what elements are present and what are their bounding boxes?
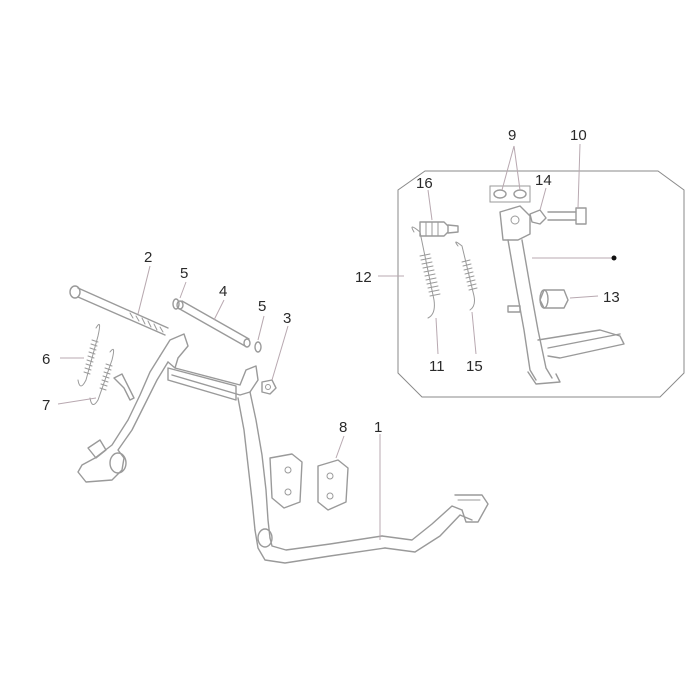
callout-15: 15 — [466, 358, 483, 375]
bushing-right — [254, 341, 262, 353]
side-stand-spring-outer — [411, 226, 441, 319]
pivot-bolt — [69, 285, 169, 336]
side-stand-pivot-pin — [419, 221, 459, 237]
reference-dot — [611, 255, 617, 261]
side-stand-inset-box — [397, 170, 685, 398]
callout-1: 1 — [374, 419, 382, 436]
callout-12: 12 — [355, 269, 372, 286]
callout-6: 6 — [42, 351, 50, 368]
leader-lines — [57, 143, 617, 540]
center-stand-frame — [77, 333, 489, 564]
callout-14: 14 — [535, 172, 552, 189]
callout-5-left: 5 — [180, 265, 188, 282]
side-stand-bolt — [547, 207, 587, 225]
callout-4: 4 — [219, 283, 227, 300]
side-stand-bushing — [539, 289, 569, 309]
return-spring-lower — [89, 348, 115, 405]
callout-10: 10 — [570, 127, 587, 144]
side-stand-spring-inner — [455, 241, 478, 311]
callout-8: 8 — [339, 419, 347, 436]
callout-13: 13 — [603, 289, 620, 306]
callout-16: 16 — [416, 175, 433, 192]
callout-9: 9 — [508, 127, 516, 144]
callout-3: 3 — [283, 310, 291, 327]
callout-5-right: 5 — [258, 298, 266, 315]
callout-11: 11 — [429, 358, 445, 375]
callout-labels: 1 2 3 4 5 5 6 7 8 9 10 11 12 13 14 15 16 — [42, 127, 620, 436]
side-stand-stud — [507, 305, 521, 313]
spacer-tube — [176, 300, 251, 348]
stop-pad — [317, 459, 349, 511]
return-spring-upper — [77, 323, 101, 387]
callout-2: 2 — [144, 249, 152, 266]
bushing-left — [172, 298, 180, 310]
side-stand-nut — [529, 209, 547, 225]
washers — [489, 185, 531, 203]
spring-pin — [113, 373, 135, 401]
nut — [261, 379, 277, 395]
side-stand-leg — [499, 205, 625, 385]
callout-7: 7 — [42, 397, 50, 414]
